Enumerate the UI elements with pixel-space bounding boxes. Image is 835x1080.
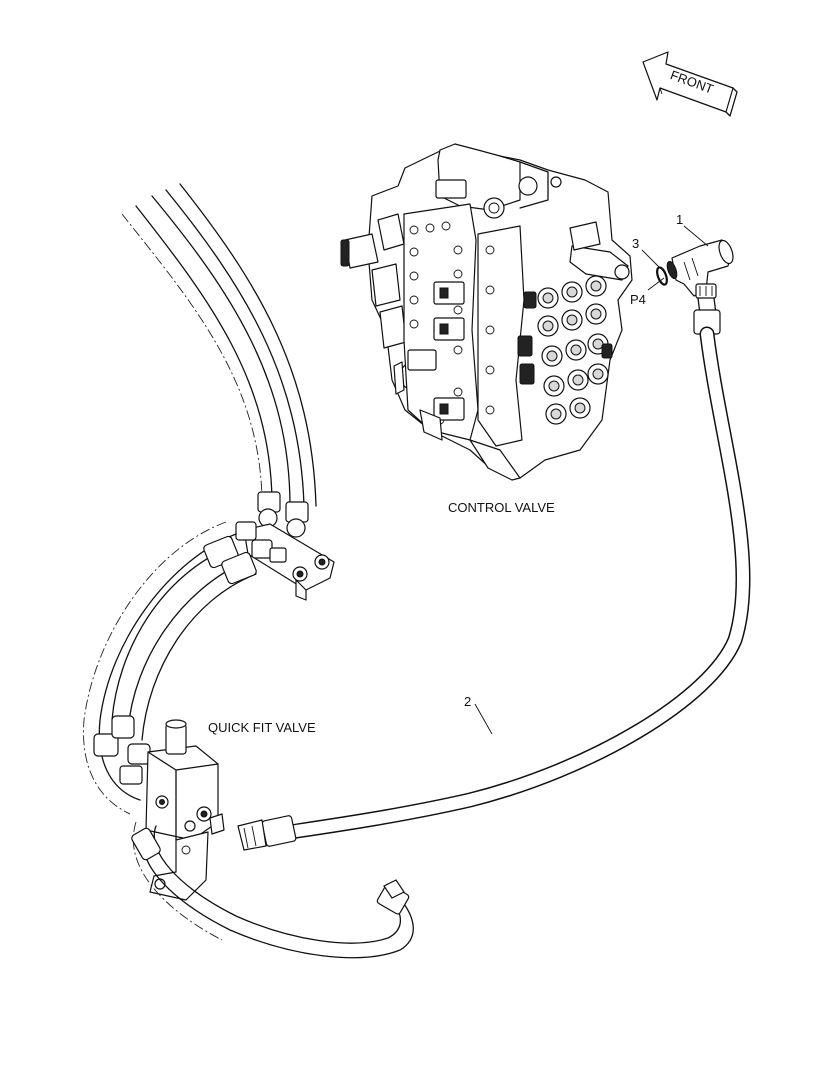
leader-item-2	[474, 703, 493, 735]
quick-fit-valve-label: QUICK FIT VALVE	[208, 720, 316, 735]
port-p4-label: P4	[630, 292, 646, 307]
control-valve-label: CONTROL VALVE	[448, 500, 555, 515]
leader-item-1	[683, 225, 709, 247]
leader-p4	[647, 277, 665, 291]
hose-item-2	[237, 297, 751, 851]
callout-item-1: 1	[676, 212, 683, 227]
control-valve-assembly	[340, 143, 633, 481]
callout-item-3: 3	[632, 236, 639, 251]
callout-item-2: 2	[464, 694, 471, 709]
hose-lower-return	[131, 821, 414, 959]
front-direction-arrow: FRONT	[642, 51, 738, 117]
hose-bundle-upper	[121, 183, 317, 538]
control-valve-solenoids	[407, 281, 465, 421]
leader-item-3	[641, 249, 661, 269]
hose-bracket	[235, 521, 335, 601]
hoses-to-quick-fit-valve	[83, 521, 257, 815]
elbow-fitting-item-1	[666, 239, 734, 299]
control-valve-right-ports	[517, 275, 613, 425]
quick-fit-valve	[145, 719, 225, 901]
control-valve-plate-holes	[409, 221, 463, 425]
